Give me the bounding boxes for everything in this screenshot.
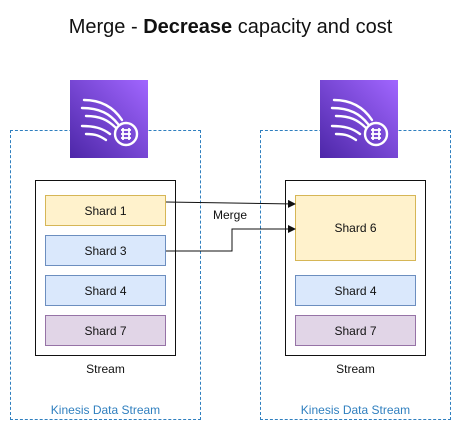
diagram-title: Merge - Decrease capacity and cost — [68, 16, 393, 38]
title-emphasis: Decrease — [143, 16, 233, 38]
right-shard-4: Shard 4 — [295, 275, 416, 306]
kinesis-data-streams-icon — [70, 80, 148, 158]
left-shard-4: Shard 4 — [45, 275, 166, 306]
right-shard-6: Shard 6 — [295, 195, 416, 261]
right-group-label: Kinesis Data Stream — [300, 403, 411, 417]
right-shard-7: Shard 7 — [295, 315, 416, 346]
left-shard-7: Shard 7 — [45, 315, 166, 346]
left-shard-3: Shard 3 — [45, 235, 166, 266]
left-group-label: Kinesis Data Stream — [50, 403, 161, 417]
right-stream-label: Stream — [336, 362, 375, 376]
left-stream-label: Stream — [86, 362, 125, 376]
kinesis-data-streams-icon — [320, 80, 398, 158]
merge-label: Merge — [213, 208, 248, 222]
left-shard-1: Shard 1 — [45, 195, 166, 226]
